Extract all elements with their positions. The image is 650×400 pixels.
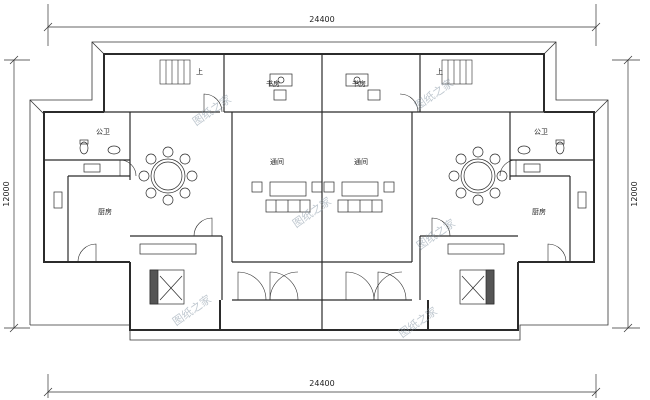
dining-table-left <box>138 146 198 206</box>
room-label-left-stair: 上 <box>196 67 203 76</box>
bed-left <box>139 243 197 305</box>
interior-walls <box>44 54 594 330</box>
room-label-left-living: 通间 <box>270 157 284 166</box>
room-label-left-kitchen: 厨房 <box>98 207 112 216</box>
dimension-left: 12000 <box>2 181 11 206</box>
eaves-outline <box>29 41 609 341</box>
dimension-top: 24400 <box>309 15 334 24</box>
dimension-lines <box>4 4 640 398</box>
room-label-right-stair: 上 <box>436 67 443 76</box>
watermark: 图纸之家 <box>190 92 234 129</box>
stairs-left <box>159 59 191 85</box>
watermark: 图纸之家 <box>396 304 440 341</box>
sofa-left <box>251 181 323 213</box>
watermark: 图纸之家 <box>412 76 456 113</box>
bathroom-left-fixtures <box>79 139 121 155</box>
room-label-right-bathroom: 公卫 <box>534 128 548 136</box>
room-label-right-kitchen: 厨房 <box>532 207 546 216</box>
outer-walls <box>43 53 595 331</box>
room-label-right-study: 书房 <box>352 79 366 88</box>
bathroom-right-fixtures <box>517 139 565 155</box>
bed-right <box>447 243 505 305</box>
dimension-right: 12000 <box>630 181 639 206</box>
sofa-right <box>323 181 395 213</box>
room-label-left-bathroom: 公卫 <box>96 128 110 136</box>
doors <box>77 93 567 301</box>
stairs-right <box>441 59 473 85</box>
dimension-bottom: 24400 <box>309 379 334 388</box>
room-label-left-study: 书房 <box>266 79 280 88</box>
watermark: 图纸之家 <box>414 216 458 253</box>
room-label-right-living: 通间 <box>354 157 368 166</box>
rear-furniture <box>269 73 381 101</box>
watermark: 图纸之家 <box>170 292 214 329</box>
dining-table-right <box>448 146 508 206</box>
kitchen-right-counters <box>523 163 587 209</box>
kitchen-left-counters <box>53 163 101 209</box>
